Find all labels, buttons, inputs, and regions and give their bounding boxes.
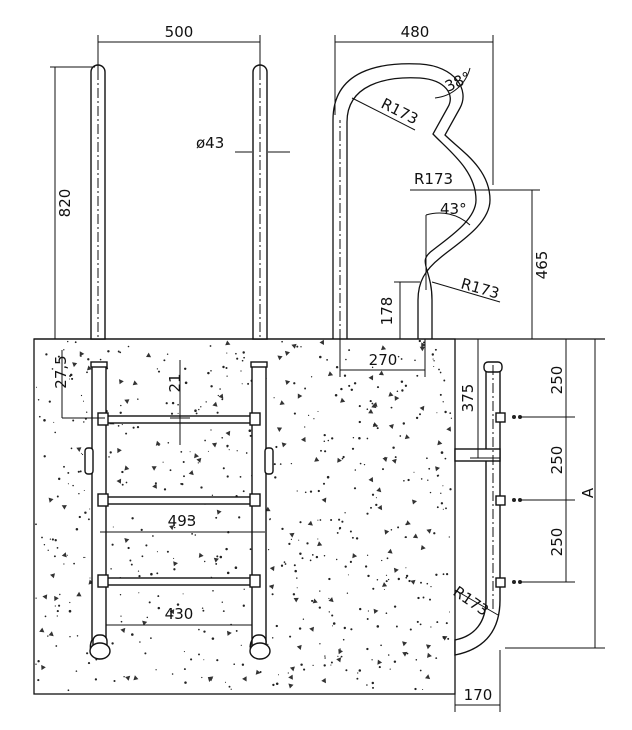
step-1 — [97, 412, 261, 426]
side-handrail — [332, 63, 491, 339]
dim-480: 480 — [334, 23, 494, 185]
dim-430: 430 — [106, 605, 252, 626]
dim-430-label: 430 — [165, 605, 194, 623]
step-2 — [97, 493, 261, 507]
left-foot — [89, 642, 111, 660]
dim-radius-top: R173 — [351, 95, 421, 131]
dim-angle-mid-label: 43° — [440, 200, 467, 218]
dim-tube-diameter-label: ø43 — [196, 134, 224, 152]
dim-270-label: 270 — [369, 351, 398, 369]
dim-250-1-label: 250 — [548, 366, 566, 395]
dim-angle-top: 38° — [434, 67, 474, 99]
dim-465-label: 465 — [533, 251, 551, 280]
side-step-bolts — [495, 412, 522, 588]
front-left-handrail — [90, 64, 106, 340]
dim-375: 375 — [459, 339, 500, 459]
dim-21: 21 — [166, 360, 190, 445]
dim-480-label: 480 — [401, 23, 430, 41]
side-stile — [454, 361, 503, 656]
dim-465: 465 — [488, 189, 551, 339]
dim-radius-mid: R173 — [410, 170, 488, 191]
dim-375-label: 375 — [459, 384, 477, 413]
front-right-stile — [249, 361, 268, 660]
dim-500-label: 500 — [165, 23, 194, 41]
dim-radius-mid-label: R173 — [414, 170, 453, 188]
dim-27-5-label: 27,5 — [52, 355, 70, 388]
right-foot — [249, 642, 271, 660]
front-left-stile — [89, 361, 108, 660]
dim-178: 178 — [378, 281, 420, 339]
dim-250-stack: 250 250 250 — [500, 338, 580, 583]
dim-27-5: 27,5 — [52, 350, 105, 419]
dim-178-label: 178 — [378, 297, 396, 326]
dim-angle-mid: 43° — [425, 200, 471, 290]
dim-170-label: 170 — [464, 686, 493, 704]
dim-radius-lower-label: R173 — [459, 275, 502, 303]
dim-250-2-label: 250 — [548, 446, 566, 475]
right-anchor — [264, 447, 274, 475]
dim-radius-top-label: R173 — [378, 95, 421, 129]
dim-493: 493 — [100, 512, 265, 533]
front-right-handrail — [252, 64, 268, 340]
dim-21-label: 21 — [166, 373, 184, 392]
step-3 — [97, 574, 261, 588]
dim-270: 270 — [339, 339, 426, 377]
dim-radius-lower: R173 — [431, 275, 502, 303]
dim-820-label: 820 — [56, 189, 74, 218]
dim-820: 820 — [50, 66, 95, 339]
dim-A-label: A — [579, 487, 597, 498]
dim-493-label: 493 — [168, 512, 197, 530]
dim-170: 170 — [454, 640, 501, 712]
dim-250-3-label: 250 — [548, 528, 566, 557]
dim-tube-diameter: ø43 — [196, 134, 290, 153]
dim-500: 500 — [97, 23, 261, 70]
left-anchor — [84, 447, 94, 475]
dim-A: A — [505, 339, 605, 649]
